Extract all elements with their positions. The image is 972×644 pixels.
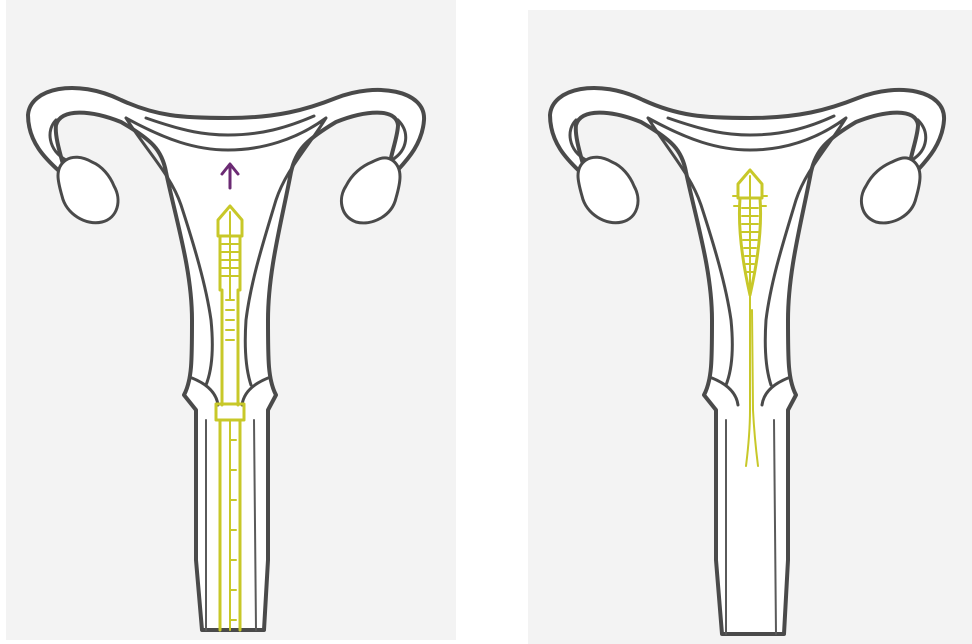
diagram-panel-left (6, 0, 456, 640)
anatomy-diagram-left (6, 0, 456, 640)
right-ovary (341, 158, 400, 223)
left-ovary (58, 157, 118, 223)
diagram-panel-right (528, 10, 972, 644)
anatomy-diagram-right (528, 10, 972, 644)
left-ovary (578, 157, 638, 223)
right-ovary (861, 158, 920, 223)
